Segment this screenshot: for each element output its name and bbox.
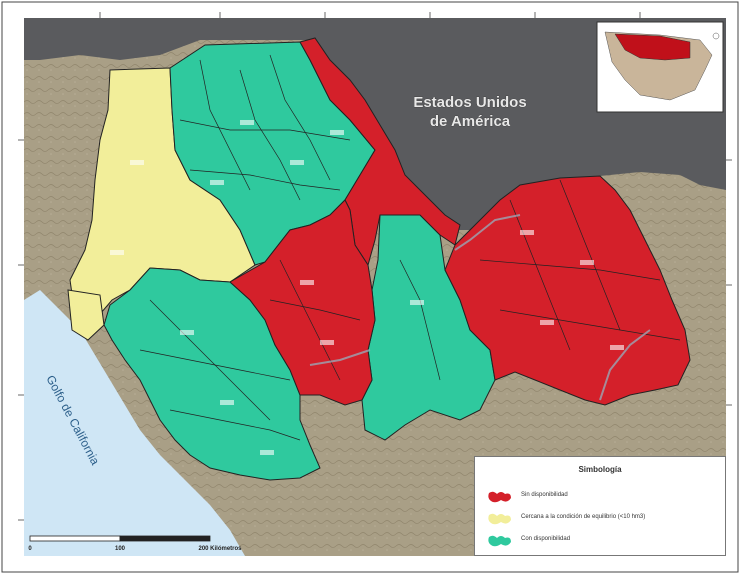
usa-label-line2: de América xyxy=(430,113,511,130)
legend-item-sin: Sin disponibilidad xyxy=(487,489,723,505)
legend-label-sin: Sin disponibilidad xyxy=(521,492,568,498)
inset-map xyxy=(596,21,724,113)
legend-item-cercana: Cercana a la condición de equilibrio (<1… xyxy=(487,511,723,527)
sea-area xyxy=(24,290,245,556)
legend-label-cercana: Cercana a la condición de equilibrio (<1… xyxy=(521,514,646,520)
region-cercana-south xyxy=(67,289,105,341)
basin-boundaries xyxy=(139,54,681,441)
region-sin-central xyxy=(229,199,376,406)
scale-bar: 0 100 200 Kilómetros xyxy=(28,535,242,552)
graticule-ticks xyxy=(18,12,732,521)
legend-box: Simbología Sin disponibilidad Cercana a … xyxy=(474,456,726,556)
region-sin-north xyxy=(299,37,461,267)
scale-label-200: 200 Kilómetros xyxy=(198,546,242,552)
usa-label-line1: Estados Unidos xyxy=(413,94,526,111)
legend-swatch-con xyxy=(487,534,513,548)
legend-swatch-cercana xyxy=(487,512,513,526)
basin-label-markers xyxy=(110,120,624,455)
legend-label-con: Con disponibilidad xyxy=(521,536,571,542)
rivers xyxy=(309,214,651,401)
legend-title: Simbología xyxy=(578,465,622,474)
scale-label-0: 0 xyxy=(28,546,32,552)
scale-label-100: 100 xyxy=(115,546,126,552)
legend-swatch-sin xyxy=(487,490,513,504)
legend-item-con: Con disponibilidad xyxy=(487,533,723,549)
